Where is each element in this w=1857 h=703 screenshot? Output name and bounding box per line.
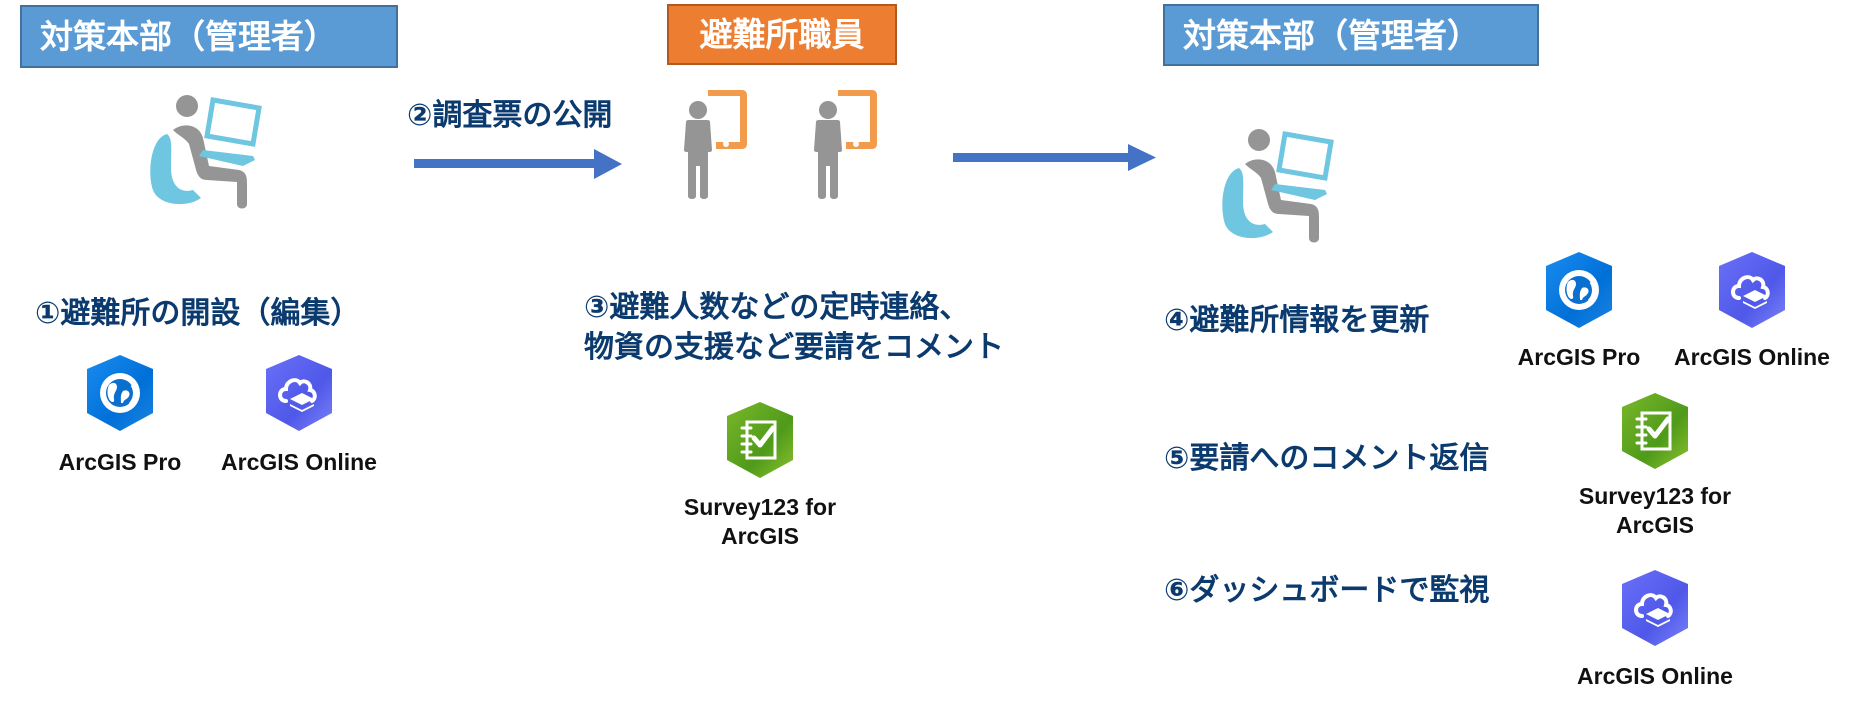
seated-admin-icon-left [143,94,263,209]
step-5-reply-comment: ⑤要請へのコメント返信 [1164,441,1490,476]
app-survey123-step5: Survey123 for ArcGIS [1565,393,1745,540]
app-arcgis-pro-step4: ArcGIS Pro [1499,252,1659,372]
app-survey123-step3: Survey123 for ArcGIS [670,402,850,551]
app-arcgis-online-step6: ArcGIS Online [1560,570,1750,691]
step-3-line-1: ③避難人数などの定時連絡、 [584,290,970,325]
app-label-line-2: ArcGIS [721,522,799,549]
step-3-line-2: 物資の支援など要請をコメント [584,330,1004,365]
app-label-line-1: Survey123 for [683,494,837,520]
arcgis-online-cloud-icon [266,355,332,431]
app-label: ArcGIS Online [1577,663,1733,689]
role-box-hq-right: 対策本部（管理者） [1163,4,1539,66]
role-label-hq-left: 対策本部（管理者） [40,17,337,56]
arcgis-online-cloud-icon [1622,570,1688,646]
arcgis-pro-globe-icon [87,355,153,431]
arcgis-online-cloud-icon [1719,252,1785,328]
app-label: ArcGIS Pro [1517,344,1641,370]
app-label: ArcGIS Online [221,449,377,475]
seated-admin-icon-right [1215,128,1335,243]
role-box-hq-left: 対策本部（管理者） [20,5,398,68]
step-4-update-shelter-info: ④避難所情報を更新 [1164,303,1430,338]
app-arcgis-pro-step1: ArcGIS Pro [40,355,200,477]
role-label-shelter-staff: 避難所職員 [699,15,865,54]
arcgis-pro-globe-icon [1546,252,1612,328]
app-arcgis-online-step1: ArcGIS Online [204,355,394,477]
right-arrow-icon-2 [953,144,1156,171]
step-2-publish-survey: ②調査票の公開 [407,98,613,133]
right-arrow-icon-1 [414,149,622,179]
mobile-staff-icon-2 [810,86,878,201]
role-box-shelter-staff: 避難所職員 [667,4,897,65]
role-label-hq-right: 対策本部（管理者） [1183,15,1480,55]
app-label: ArcGIS Pro [58,449,182,475]
app-label: ArcGIS Online [1674,344,1830,370]
app-label-line-2: ArcGIS [1616,511,1694,538]
step-6-dashboard-monitor: ⑥ダッシュボードで監視 [1164,573,1490,608]
survey123-checklist-icon [1622,393,1688,469]
mobile-staff-icon-1 [680,86,748,201]
step-1-open-shelter: ①避難所の開設（編集） [35,296,361,331]
app-arcgis-online-step4: ArcGIS Online [1657,252,1847,372]
app-label-line-1: Survey123 for [1578,483,1732,509]
survey123-checklist-icon [727,402,793,478]
